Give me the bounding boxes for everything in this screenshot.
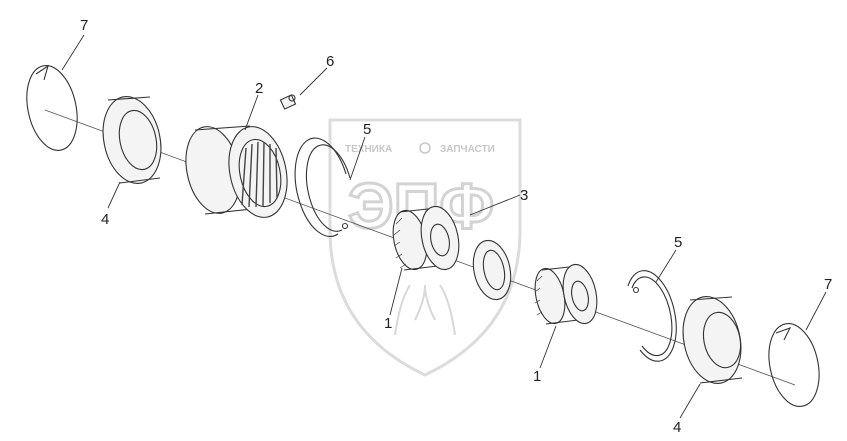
wheat-icon [394,284,456,336]
callout-5-left: 5 [363,121,371,138]
gear-icon [419,142,431,154]
part-7-left-ring [26,64,78,151]
part-4-left-seal [102,96,162,184]
callout-1-right: 1 [533,368,541,385]
callout-labels: 7 2 6 4 5 3 1 5 1 7 4 [80,17,832,436]
part-1-center-gear [392,205,460,271]
callout-7-right: 7 [824,276,832,293]
callout-3: 3 [520,187,528,204]
part-4-right-seal [682,296,743,384]
callout-7-left: 7 [80,17,88,34]
callout-6: 6 [326,53,334,70]
part-6-grease-fitting [279,94,297,110]
part-5-right-snap-ring [627,270,677,362]
part-1-right-gear [534,263,598,325]
part-7-right-ring [768,323,820,407]
part-3-spacer [472,239,512,301]
part-2-bearing [185,125,288,218]
watermark-left-text: ТЕХНИКА [345,144,392,155]
callout-4-left: 4 [101,211,109,228]
callout-1-center: 1 [384,315,392,332]
leader-lines [61,34,827,419]
watermark: ТЕХНИКА ЗАПЧАСТИ ЭПФ [328,118,522,377]
part-5-left-snap-ring [294,137,351,237]
callout-2: 2 [255,80,263,97]
watermark-right-text: ЗАПЧАСТИ [440,144,495,155]
callout-5-right: 5 [674,234,682,251]
callout-4-right: 4 [673,419,681,436]
